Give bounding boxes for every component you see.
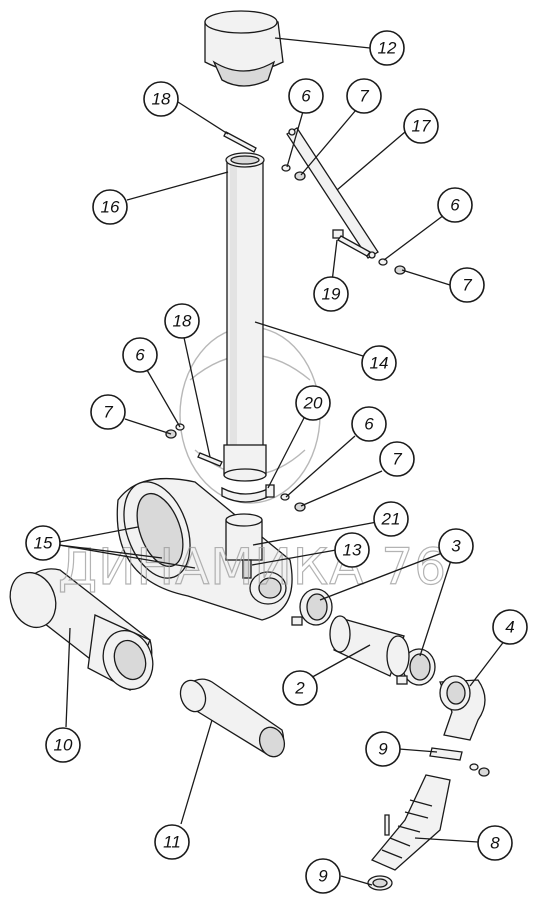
- air-filter-housing: [116, 477, 293, 621]
- svg-text:2: 2: [294, 679, 305, 698]
- svg-text:7: 7: [462, 276, 472, 295]
- callout-18: 18: [143, 81, 179, 117]
- callout-6: 6: [437, 187, 473, 223]
- intake-pipe: [223, 152, 267, 482]
- small-clamp-upper: [429, 747, 463, 761]
- svg-text:21: 21: [381, 510, 401, 529]
- callout-13: 13: [334, 532, 370, 568]
- watermark-text: ДИНАМИКА 76: [58, 538, 447, 596]
- callout-6: 6: [288, 78, 324, 114]
- svg-text:6: 6: [301, 87, 311, 106]
- svg-text:6: 6: [135, 346, 145, 365]
- svg-text:12: 12: [378, 39, 397, 58]
- callout-6: 6: [351, 406, 387, 442]
- callout-7: 7: [90, 394, 126, 430]
- air-intake-cap: [204, 10, 284, 87]
- svg-text:8: 8: [490, 834, 500, 853]
- callout-9: 9: [305, 858, 341, 894]
- svg-text:4: 4: [505, 618, 514, 637]
- connecting-hose: [329, 615, 410, 677]
- callout-2: 2: [282, 670, 318, 706]
- callout-8: 8: [477, 825, 513, 861]
- hardware: [165, 131, 490, 836]
- callout-12: 12: [369, 30, 405, 66]
- callout-9: 9: [365, 731, 401, 767]
- bolt: [332, 229, 371, 257]
- svg-text:20: 20: [303, 394, 323, 413]
- callout-16: 16: [92, 189, 128, 225]
- filter-element: [9, 568, 154, 691]
- callout-21: 21: [373, 501, 409, 537]
- small-clamp-lower: [367, 875, 393, 891]
- inner-filter-element: [179, 678, 286, 758]
- callout-4: 4: [492, 609, 528, 645]
- callout-14: 14: [361, 345, 397, 381]
- hose-clamp-lower: [396, 648, 436, 686]
- svg-text:14: 14: [370, 354, 389, 373]
- svg-text:9: 9: [318, 867, 328, 886]
- corrugated-hose: [370, 774, 451, 871]
- callout-20: 20: [295, 385, 331, 421]
- svg-text:9: 9: [378, 740, 388, 759]
- callout-7: 7: [379, 441, 415, 477]
- callout-7: 7: [449, 267, 485, 303]
- callout-6: 6: [122, 337, 158, 373]
- callout-18: 18: [164, 303, 200, 339]
- svg-text:17: 17: [412, 117, 431, 136]
- svg-text:7: 7: [103, 403, 113, 422]
- svg-text:6: 6: [364, 415, 374, 434]
- callout-10: 10: [45, 727, 81, 763]
- callout-11: 11: [154, 824, 190, 860]
- callout-7: 7: [346, 78, 382, 114]
- pipe-clamp: [221, 484, 275, 503]
- callout-17: 17: [403, 108, 439, 144]
- svg-text:13: 13: [343, 541, 362, 560]
- svg-text:15: 15: [34, 534, 53, 553]
- svg-text:10: 10: [54, 736, 73, 755]
- callout-19: 19: [313, 276, 349, 312]
- svg-text:7: 7: [392, 450, 402, 469]
- callout-3: 3: [438, 528, 474, 564]
- svg-text:11: 11: [163, 833, 181, 852]
- callout-15: 15: [25, 525, 61, 561]
- svg-text:18: 18: [152, 90, 171, 109]
- svg-text:16: 16: [101, 198, 120, 217]
- bracket-strut: [286, 127, 379, 259]
- leader-lines: [58, 37, 506, 886]
- svg-text:6: 6: [450, 196, 460, 215]
- svg-text:19: 19: [322, 285, 341, 304]
- svg-text:3: 3: [451, 537, 461, 556]
- svg-text:18: 18: [173, 312, 192, 331]
- svg-text:7: 7: [359, 87, 369, 106]
- elbow-fitting: [439, 675, 486, 741]
